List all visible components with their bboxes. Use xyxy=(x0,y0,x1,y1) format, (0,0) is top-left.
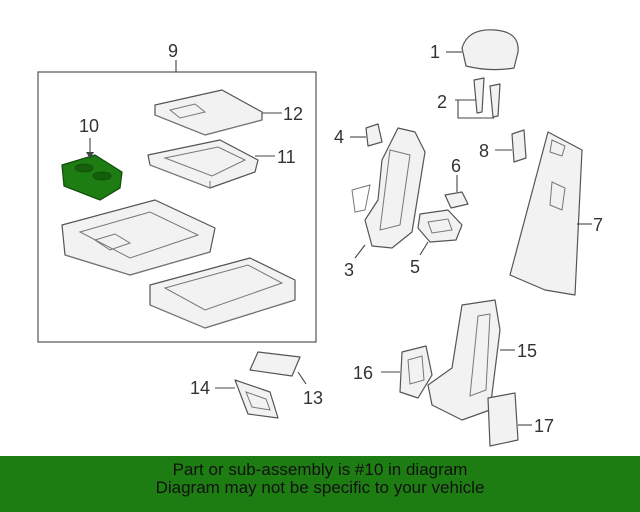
callout-4[interactable]: 4 xyxy=(334,127,344,147)
callout-17[interactable]: 17 xyxy=(534,416,554,436)
part-14[interactable] xyxy=(234,379,279,419)
callout-9[interactable]: 9 xyxy=(168,41,178,61)
part-4-clip[interactable] xyxy=(365,123,383,147)
callout-11[interactable]: 11 xyxy=(277,147,296,167)
callout-8[interactable]: 8 xyxy=(479,141,489,161)
callout-6[interactable]: 6 xyxy=(451,156,461,176)
part-7-panel[interactable] xyxy=(509,131,583,296)
parts-diagram: 9 12 11 10 1 xyxy=(37,29,603,447)
part-16[interactable] xyxy=(399,345,433,399)
part-10-cup-holder[interactable] xyxy=(61,154,123,201)
console-base xyxy=(61,199,216,276)
part-6[interactable] xyxy=(444,191,469,209)
banner-line-1: Part or sub-assembly is #10 in diagram xyxy=(172,460,468,479)
callout-15[interactable]: 15 xyxy=(517,341,537,361)
console-bottom xyxy=(149,257,296,329)
part-5[interactable] xyxy=(417,209,463,243)
callout-5[interactable]: 5 xyxy=(410,257,420,277)
part-2-guides[interactable] xyxy=(473,77,501,118)
part-17[interactable] xyxy=(487,392,519,447)
part-15[interactable] xyxy=(427,299,501,421)
callout-3[interactable]: 3 xyxy=(344,260,354,280)
part-12-lid[interactable] xyxy=(154,89,263,136)
callout-10[interactable]: 10 xyxy=(79,116,99,136)
assembly-9-frame xyxy=(37,71,317,343)
part-11-tray[interactable] xyxy=(147,139,259,189)
callout-16[interactable]: 16 xyxy=(353,363,373,383)
banner-line-2: Diagram may not be specific to your vehi… xyxy=(155,478,485,497)
callout-1[interactable]: 1 xyxy=(430,42,440,62)
part-13[interactable] xyxy=(249,351,301,377)
info-banner: Part or sub-assembly is #10 in diagram D… xyxy=(0,456,640,512)
callout-13[interactable]: 13 xyxy=(303,388,323,408)
callout-14[interactable]: 14 xyxy=(190,378,210,398)
part-1-headrest[interactable] xyxy=(461,29,519,71)
callout-12[interactable]: 12 xyxy=(283,104,303,124)
callout-7[interactable]: 7 xyxy=(593,215,603,235)
part-3-frame[interactable] xyxy=(351,127,426,249)
callout-2[interactable]: 2 xyxy=(437,92,447,112)
part-8[interactable] xyxy=(511,129,527,163)
